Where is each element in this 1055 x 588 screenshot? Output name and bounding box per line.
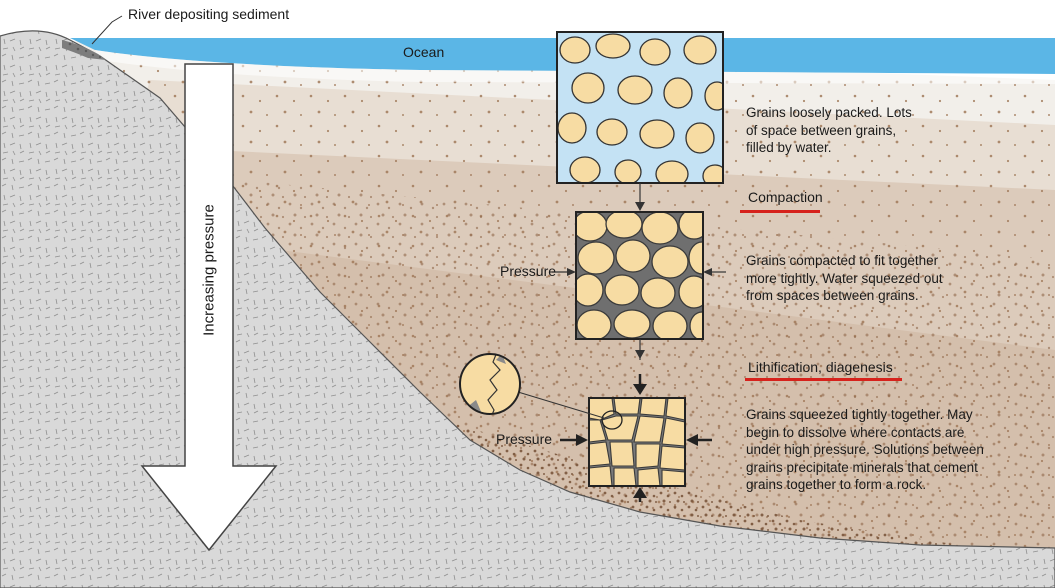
pressure-label-box2: Pressure <box>500 263 556 279</box>
ocean-label: Ocean <box>403 44 444 60</box>
stage-lithified-description: Grains squeezed tightly together. May be… <box>746 406 984 494</box>
stage-compacted-description: Grains compacted to fit together more ti… <box>746 252 943 305</box>
compaction-underline <box>740 210 820 213</box>
lithified-grains-box <box>589 398 685 486</box>
compaction-label: Compaction <box>748 189 823 205</box>
lithification-label: Lithification, diagenesis <box>748 359 893 375</box>
stage-loose-description: Grains loosely packed. Lots of space bet… <box>746 104 912 157</box>
pressure-label-box3: Pressure <box>496 431 552 447</box>
compacted-grains-box <box>573 209 715 341</box>
lithification-underline <box>745 378 902 381</box>
loose-grains-box <box>557 32 729 187</box>
river-label: River depositing sediment <box>128 6 289 22</box>
increasing-pressure-label: Increasing pressure <box>201 204 218 336</box>
